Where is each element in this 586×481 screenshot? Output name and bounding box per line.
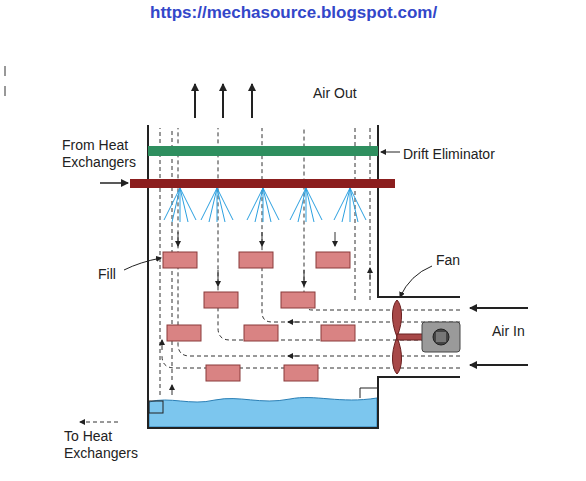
inlet-label: From Heat Exchangers (62, 137, 148, 171)
air-in-label: Air In (492, 323, 525, 340)
drift-eliminator-label: Drift Eliminator (403, 146, 495, 163)
watermark: https://mechasource.blogspot.com/ (150, 4, 437, 21)
fan-label: Fan (436, 252, 460, 269)
fill-label: Fill (98, 266, 116, 283)
air-out-label: Air Out (313, 85, 357, 102)
outlet-label: To Heat Exchangers (64, 428, 150, 462)
